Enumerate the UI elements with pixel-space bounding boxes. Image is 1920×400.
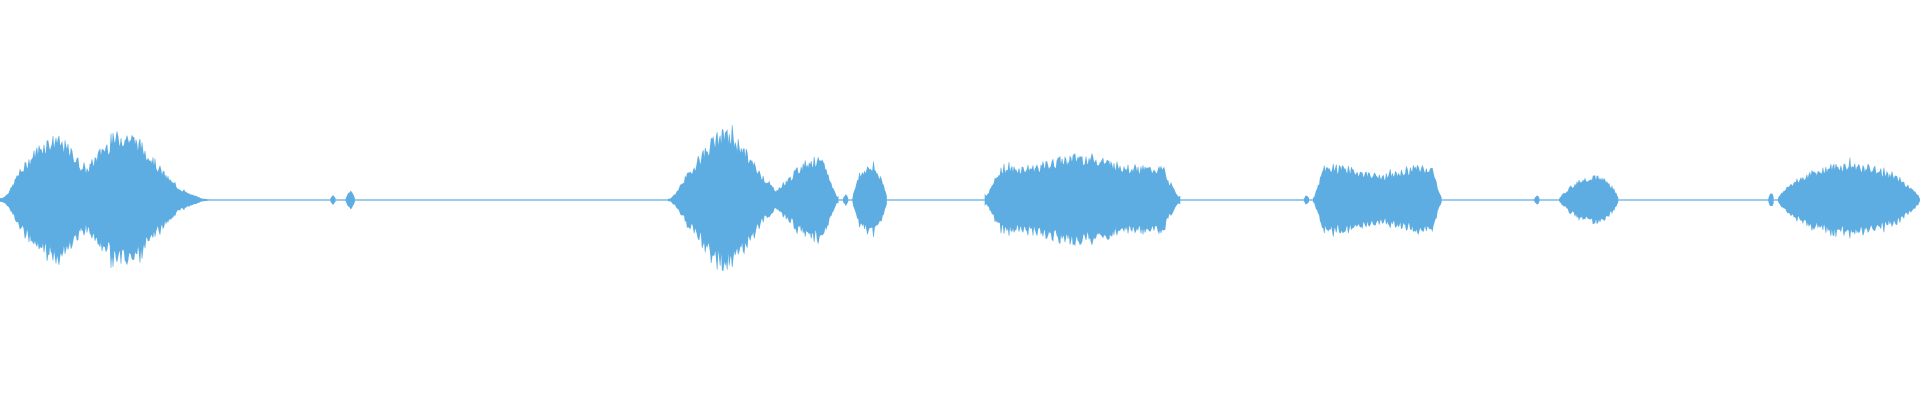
- waveform-segment: [1777, 157, 1920, 239]
- waveform-segment: [984, 152, 1181, 247]
- waveform-segment: [1533, 195, 1540, 205]
- waveform-layer: [0, 125, 1920, 271]
- waveform-segment: [1303, 195, 1309, 205]
- waveform-segment: [329, 195, 336, 205]
- waveform-segment: [1767, 193, 1774, 207]
- waveform-segment: [1313, 163, 1442, 237]
- waveform-segment: [345, 190, 355, 210]
- waveform-segment: [0, 131, 214, 268]
- waveform-segment: [1558, 175, 1619, 225]
- waveform-segment: [852, 161, 887, 237]
- waveform-segment: [842, 194, 849, 207]
- waveform-segment: [667, 125, 839, 271]
